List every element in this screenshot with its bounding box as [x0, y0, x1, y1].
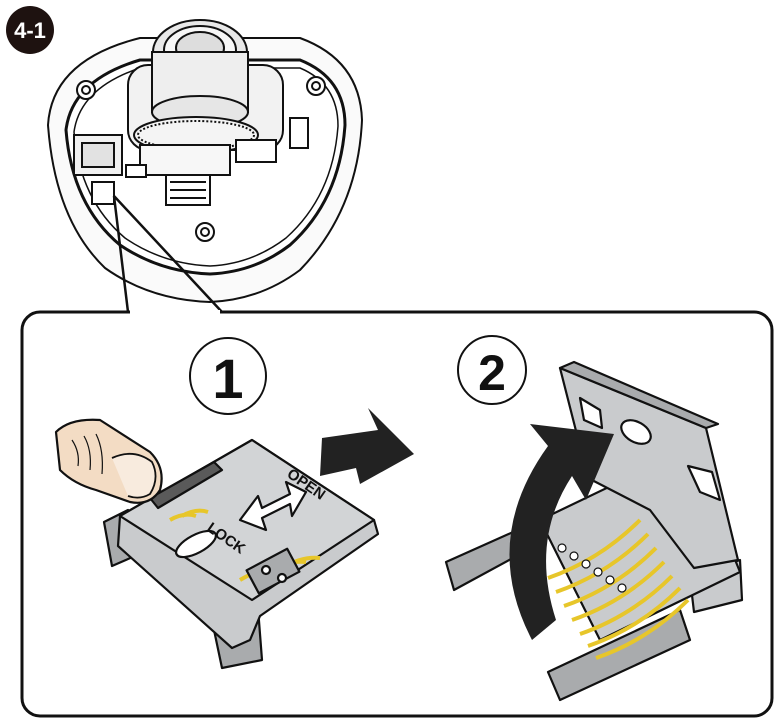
arrow-right-icon: [320, 408, 414, 484]
figure-badge-label: 4-1: [14, 18, 46, 43]
arrow-curved-icon: [509, 424, 614, 640]
finger-icon: [54, 418, 163, 504]
step-2-marker: 2: [457, 335, 527, 405]
sd-tray-closed: OPEN LOCK: [102, 438, 380, 670]
callout-connector: [112, 195, 223, 313]
sd-tray-open: [444, 360, 744, 702]
figure-badge: 4-1: [6, 6, 54, 54]
camera-dome-illustration: [46, 19, 364, 304]
step-1-marker: 1: [189, 337, 267, 415]
step-2-number: 2: [478, 345, 506, 401]
step-1-number: 1: [212, 347, 243, 410]
